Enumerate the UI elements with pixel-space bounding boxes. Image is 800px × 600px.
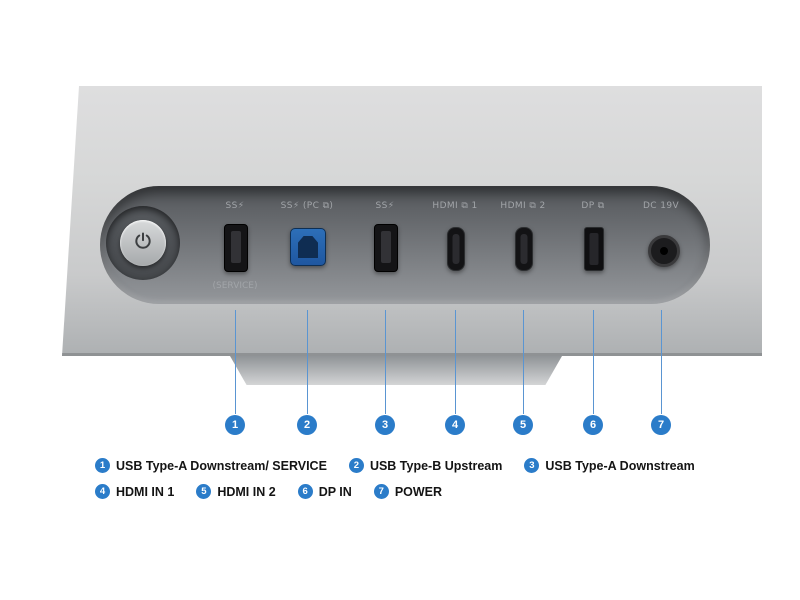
legend-item-usb-a-downstream: 3 USB Type-A Downstream [524, 458, 695, 473]
port-legend: 1 USB Type-A Downstream/ SERVICE 2 USB T… [95, 458, 735, 499]
callout-line-5 [523, 310, 524, 414]
port-label-usb-b-pc: SS⚡ (PC ⧉) [280, 201, 334, 211]
legend-row-2: 4 HDMI IN 1 5 HDMI IN 2 6 DP IN 7 POWER [95, 484, 735, 499]
usb-b-port [290, 228, 326, 266]
callout-number-2: 2 [297, 415, 317, 435]
legend-number-4: 4 [95, 484, 110, 499]
dp-slot-icon [589, 233, 599, 265]
legend-item-usb-a-service: 1 USB Type-A Downstream/ SERVICE [95, 458, 327, 473]
hdmi-port-2 [515, 227, 533, 271]
port-label-hdmi-1: HDMI ⧉ 1 [432, 201, 478, 211]
legend-label: DP IN [318, 484, 352, 499]
power-button [120, 220, 166, 266]
callout-line-3 [385, 310, 386, 414]
legend-number-5: 5 [196, 484, 212, 499]
callout-line-6 [593, 310, 594, 414]
usb-a-port [374, 224, 398, 272]
port-label-dp: DP ⧉ [581, 201, 605, 211]
hdmi-port-1 [447, 227, 465, 271]
port-label-usb-a: SS⚡ [375, 201, 395, 211]
callout-line-1 [235, 310, 236, 414]
legend-item-power: 7 POWER [373, 484, 443, 499]
callout-number-5: 5 [513, 415, 533, 435]
usb-a-slot-icon [381, 231, 391, 263]
hdmi-slot-icon [520, 234, 528, 264]
legend-number-6: 6 [297, 484, 313, 499]
callout-line-7 [661, 310, 662, 414]
legend-row-1: 1 USB Type-A Downstream/ SERVICE 2 USB T… [95, 458, 735, 473]
port-label-dc19v: DC 19V [642, 201, 680, 211]
port-label-hdmi-2: HDMI ⧉ 2 [500, 201, 546, 211]
callout-line-2 [307, 310, 308, 414]
legend-label: HDMI IN 1 [116, 484, 175, 499]
legend-number-2: 2 [348, 458, 364, 473]
callout-number-1: 1 [225, 415, 245, 435]
callout-number-3: 3 [375, 415, 395, 435]
callout-line-4 [455, 310, 456, 414]
dc-power-jack [648, 235, 680, 267]
legend-item-usb-b-upstream: 2 USB Type-B Upstream [348, 458, 503, 473]
power-icon [133, 231, 153, 256]
callout-number-7: 7 [651, 415, 671, 435]
dc-pin-icon [660, 247, 668, 255]
legend-number-7: 7 [373, 484, 389, 499]
callout-number-4: 4 [445, 415, 465, 435]
port-sublabel-service: (SERVICE) [212, 281, 258, 291]
legend-label: USB Type-A Downstream [545, 458, 695, 473]
legend-label: HDMI IN 2 [217, 484, 276, 499]
displayport-port [584, 227, 604, 271]
usb-b-slot-icon [298, 236, 318, 258]
usb-a-port-service [224, 224, 248, 272]
legend-item-dp-in: 6 DP IN [297, 484, 352, 499]
port-label-usb-service: SS⚡ [225, 201, 245, 211]
legend-item-hdmi-in-1: 4 HDMI IN 1 [95, 484, 174, 499]
legend-label: USB Type-B Upstream [369, 458, 503, 473]
port-recess-panel [100, 186, 710, 304]
legend-item-hdmi-in-2: 5 HDMI IN 2 [196, 484, 276, 499]
legend-number-3: 3 [524, 458, 540, 473]
monitor-stand [230, 356, 562, 385]
usb-a-slot-icon [231, 231, 241, 263]
legend-label: POWER [394, 484, 443, 499]
legend-number-1: 1 [95, 458, 110, 473]
hdmi-slot-icon [452, 234, 460, 264]
legend-label: USB Type-A Downstream/ SERVICE [116, 458, 327, 473]
callout-number-6: 6 [583, 415, 603, 435]
